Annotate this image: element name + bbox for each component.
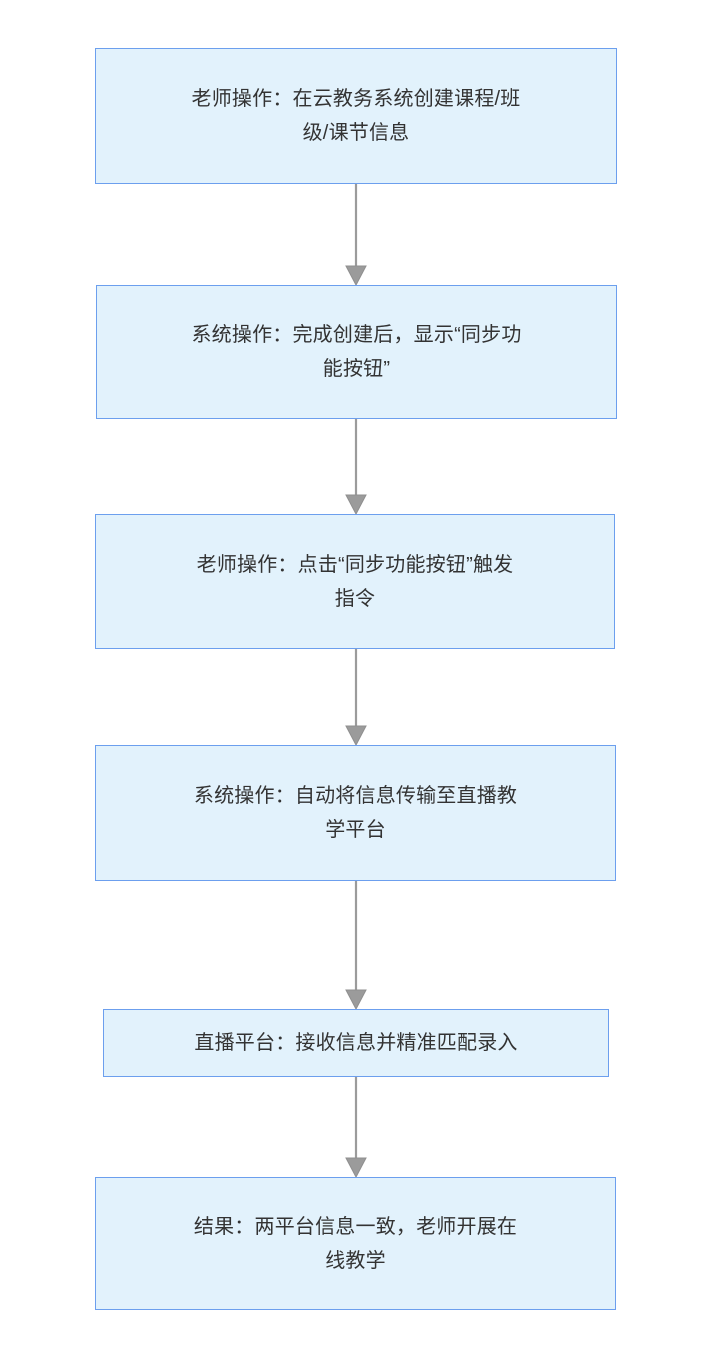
flow-node-label: 系统操作：自动将信息传输至直播教 学平台 <box>193 785 518 841</box>
flow-node-label: 老师操作：在云教务系统创建课程/班 级/课节信息 <box>191 88 521 144</box>
connector-arrow-1 <box>345 184 367 287</box>
connector-arrow-4 <box>345 881 367 1011</box>
flow-node-system-transfer-to-live-platform[interactable]: 系统操作：自动将信息传输至直播教 学平台 <box>95 745 616 881</box>
flow-node-teacher-create-course[interactable]: 老师操作：在云教务系统创建课程/班 级/课节信息 <box>95 48 617 184</box>
flow-node-system-show-sync-button[interactable]: 系统操作：完成创建后，显示“同步功 能按钮” <box>96 285 617 419</box>
flow-node-label: 系统操作：完成创建后，显示“同步功 能按钮” <box>191 324 522 380</box>
connector-arrow-5 <box>345 1077 367 1179</box>
flow-node-live-platform-receive-match[interactable]: 直播平台：接收信息并精准匹配录入 <box>103 1009 609 1077</box>
flow-node-result-consistent-online-teaching[interactable]: 结果：两平台信息一致，老师开展在 线教学 <box>95 1177 616 1310</box>
flow-node-label: 老师操作：点击“同步功能按钮”触发 指令 <box>196 553 514 610</box>
flow-node-label: 直播平台：接收信息并精准匹配录入 <box>194 1032 518 1054</box>
flow-node-label: 结果：两平台信息一致，老师开展在 线教学 <box>193 1215 518 1272</box>
connector-arrow-2 <box>345 419 367 516</box>
flow-node-teacher-click-sync-button[interactable]: 老师操作：点击“同步功能按钮”触发 指令 <box>95 514 615 649</box>
connector-arrow-3 <box>345 649 367 747</box>
